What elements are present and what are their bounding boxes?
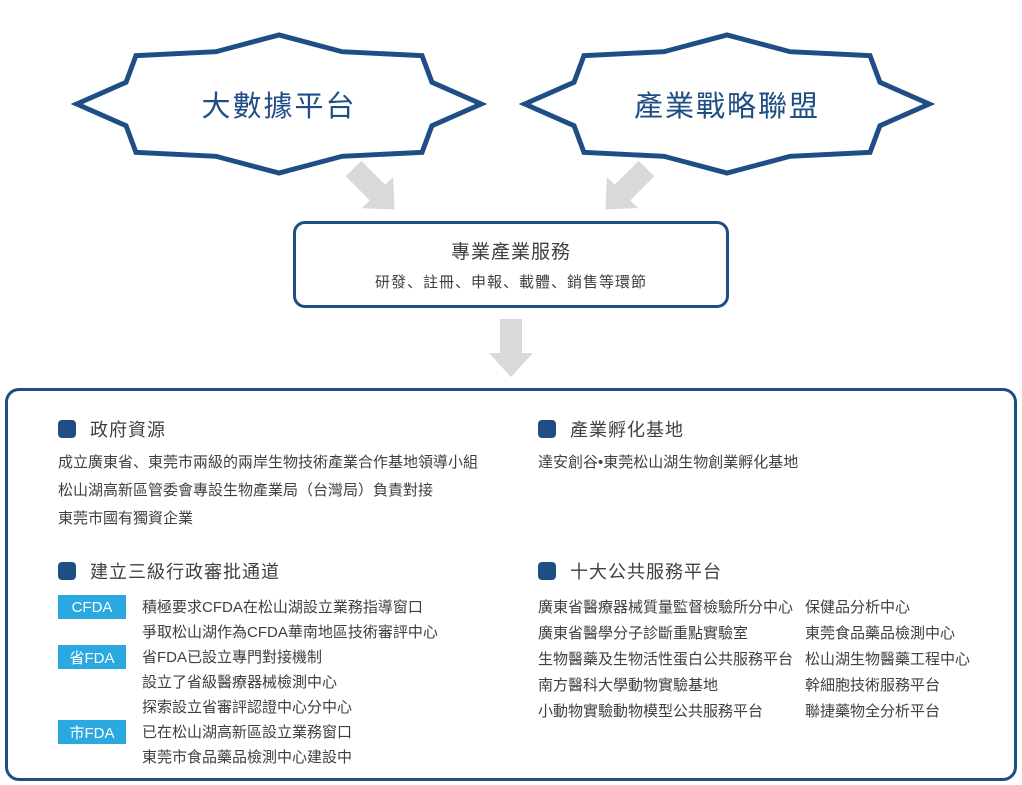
approval-groups: CFDA 積極要求CFDA在松山湖設立業務指導窗口 爭取松山湖作為CFDA華南地…	[58, 595, 498, 770]
list-item: 廣東省醫學分子診斷重點實驗室	[538, 625, 749, 642]
burst-shape-industry-alliance: 產業戰略聯盟	[516, 30, 938, 178]
square-bullet-icon	[58, 420, 76, 438]
approval-group-cfda: CFDA 積極要求CFDA在松山湖設立業務指導窗口 爭取松山湖作為CFDA華南地…	[58, 595, 498, 645]
section-approval-channel: 建立三級行政審批通道 CFDA 積極要求CFDA在松山湖設立業務指導窗口 爭取松…	[58, 559, 498, 770]
list-item: 積極要求CFDA在松山湖設立業務指導窗口	[142, 599, 423, 616]
section-heading: 十大公共服務平台	[538, 559, 998, 583]
list-item: 生物醫藥及生物活性蛋白公共服務平台	[538, 651, 794, 668]
square-bullet-icon	[538, 420, 556, 438]
burst-label-big-data: 大數據平台	[201, 91, 357, 123]
list-item: 廣東省醫療器械質量監督檢驗所分中心	[538, 599, 794, 616]
list-item: 成立廣東省、東莞市兩級的兩岸生物技術產業合作基地領導小組	[58, 454, 479, 471]
section-heading: 政府資源	[58, 417, 488, 441]
list-item: 松山湖生物醫藥工程中心	[805, 651, 971, 668]
list-item: 松山湖高新區管委會專設生物產業局（台灣局）負責對接	[58, 482, 434, 499]
service-box: 專業產業服務 研發、註冊、申報、載體、銷售等環節	[293, 221, 729, 308]
section-incubation-base: 產業孵化基地 達安創谷•東莞松山湖生物創業孵化基地	[538, 417, 968, 477]
province-fda-badge: 省FDA	[58, 645, 126, 669]
city-fda-badge: 市FDA	[58, 720, 126, 744]
section-title-platforms: 十大公共服務平台	[570, 562, 722, 582]
section-government-resources: 政府資源 成立廣東省、東莞市兩級的兩岸生物技術產業合作基地領導小組 松山湖高新區…	[58, 417, 488, 533]
service-box-subtitle: 研發、註冊、申報、載體、銷售等環節	[374, 274, 647, 291]
burst-shape-big-data: 大數據平台	[68, 30, 490, 178]
star8-outline	[70, 32, 488, 176]
list-item: 爭取松山湖作為CFDA華南地區技術審評中心	[142, 624, 438, 641]
square-bullet-icon	[58, 562, 76, 580]
down-right-arrow-icon	[345, 160, 395, 210]
star8-outline	[518, 32, 936, 176]
platforms-column-1: 廣東省醫療器械質量監督檢驗所分中心 廣東省醫學分子診斷重點實驗室 生物醫藥及生物…	[538, 595, 805, 725]
cfda-badge: CFDA	[58, 595, 126, 619]
list-item: 已在松山湖高新區設立業務窗口	[142, 724, 353, 741]
approval-group-province-fda: 省FDA 省FDA已設立專門對接機制 設立了省級醫療器械檢測中心 探索設立省審評…	[58, 645, 498, 720]
section-title-incubation: 產業孵化基地	[570, 420, 684, 440]
service-box-title: 專業產業服務	[450, 242, 571, 263]
list-item: 達安創谷•東莞松山湖生物創業孵化基地	[538, 454, 799, 471]
section-title-government: 政府資源	[90, 420, 166, 440]
approval-group-city-fda: 市FDA 已在松山湖高新區設立業務窗口 東莞市食品藥品檢測中心建設中	[58, 720, 498, 770]
section-heading: 建立三級行政審批通道	[58, 559, 498, 583]
down-arrow-icon	[489, 319, 533, 377]
section-public-service-platforms: 十大公共服務平台 廣東省醫療器械質量監督檢驗所分中心 廣東省醫學分子診斷重點實驗…	[538, 559, 998, 725]
down-left-arrow-icon	[605, 160, 655, 210]
list-item: 省FDA已設立專門對接機制	[142, 649, 323, 666]
platforms-columns: 廣東省醫療器械質量監督檢驗所分中心 廣東省醫學分子診斷重點實驗室 生物醫藥及生物…	[538, 595, 998, 725]
list-item: 東莞食品藥品檢測中心	[805, 625, 956, 642]
platforms-column-2: 保健品分析中心 東莞食品藥品檢測中心 松山湖生物醫藥工程中心 幹細胞技術服務平台…	[805, 595, 970, 725]
list-item: 保健品分析中心	[805, 599, 911, 616]
list-item: 探索設立省審評認證中心分中心	[142, 699, 353, 716]
list-item: 小動物實驗動物模型公共服務平台	[538, 703, 764, 720]
square-bullet-icon	[538, 562, 556, 580]
list-item: 南方醫科大學動物實驗基地	[538, 677, 719, 694]
burst-label-industry-alliance: 產業戰略聯盟	[633, 91, 820, 123]
list-item: 東莞市國有獨資企業	[58, 510, 194, 527]
incubation-lines: 達安創谷•東莞松山湖生物創業孵化基地	[538, 449, 968, 477]
list-item: 聯捷藥物全分析平台	[805, 703, 941, 720]
list-item: 幹細胞技術服務平台	[805, 677, 941, 694]
resources-panel: 政府資源 成立廣東省、東莞市兩級的兩岸生物技術產業合作基地領導小組 松山湖高新區…	[5, 388, 1017, 781]
section-heading: 產業孵化基地	[538, 417, 968, 441]
section-title-approval: 建立三級行政審批通道	[90, 562, 280, 582]
government-lines: 成立廣東省、東莞市兩級的兩岸生物技術產業合作基地領導小組 松山湖高新區管委會專設…	[58, 449, 488, 533]
list-item: 東莞市食品藥品檢測中心建設中	[142, 749, 353, 766]
list-item: 設立了省級醫療器械檢測中心	[142, 674, 338, 691]
